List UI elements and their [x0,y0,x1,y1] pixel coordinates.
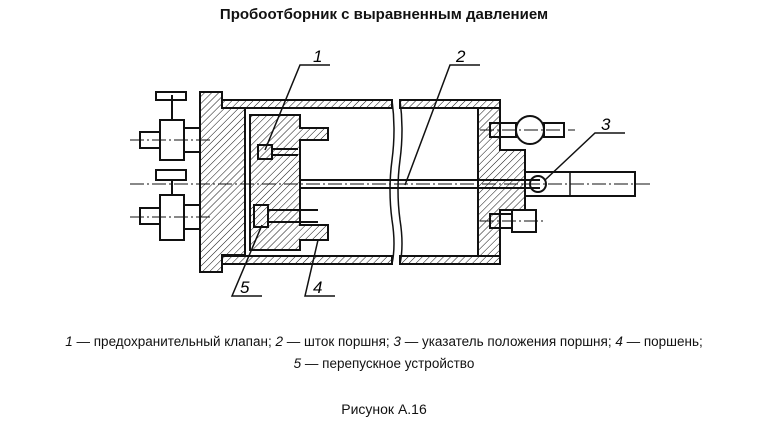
valve-assembly-lower [139,169,201,241]
callout-5: 5 [240,278,250,297]
legend-text-3: — указатель положения поршня; [400,334,616,349]
legend-text-5: — перепускное устройство [301,356,475,371]
legend-text-1: — предохранительный клапан; [72,334,276,349]
cylinder-wall-top [221,99,393,109]
legend-text-4: — поршень; [622,334,703,349]
indicator-tube [524,171,636,197]
legend-num-5: 5 [293,356,302,371]
callout-2: 2 [455,47,466,66]
legend-num-1: 1 [65,334,73,349]
callout-1: 1 [313,47,322,66]
leader-5 [230,224,263,297]
break-line-left [389,99,395,265]
piston [249,114,329,251]
legend-text-2: — шток поршня; [282,334,394,349]
caption-line-1: 1 — предохранительный клапан; 2 — шток п… [0,334,768,349]
safety-valve [257,144,273,160]
leader-3 [544,132,625,181]
leader-4 [304,239,335,297]
caption-line-2: 5 — перепускное устройство [0,356,768,371]
break-line-right [397,99,403,265]
diagram-title: Пробоотборник с выравненным давлением [219,6,549,23]
leader-1 [264,64,330,151]
left-end-cap [199,91,246,273]
legend-num-3: 3 [393,334,401,349]
legend-num-2: 2 [275,334,283,349]
leader-2 [404,64,480,186]
cylinder-wall-bottom-right [399,255,501,265]
cylinder-wall-top-right [399,99,501,109]
callout-3: 3 [601,115,611,134]
legend-num-4: 4 [615,334,623,349]
sampler-drawing: 1 2 3 4 5 [130,47,650,297]
figure-label: Рисунок А.16 [341,401,427,417]
valve-assembly-upper [139,91,201,161]
callout-4: 4 [313,278,322,297]
